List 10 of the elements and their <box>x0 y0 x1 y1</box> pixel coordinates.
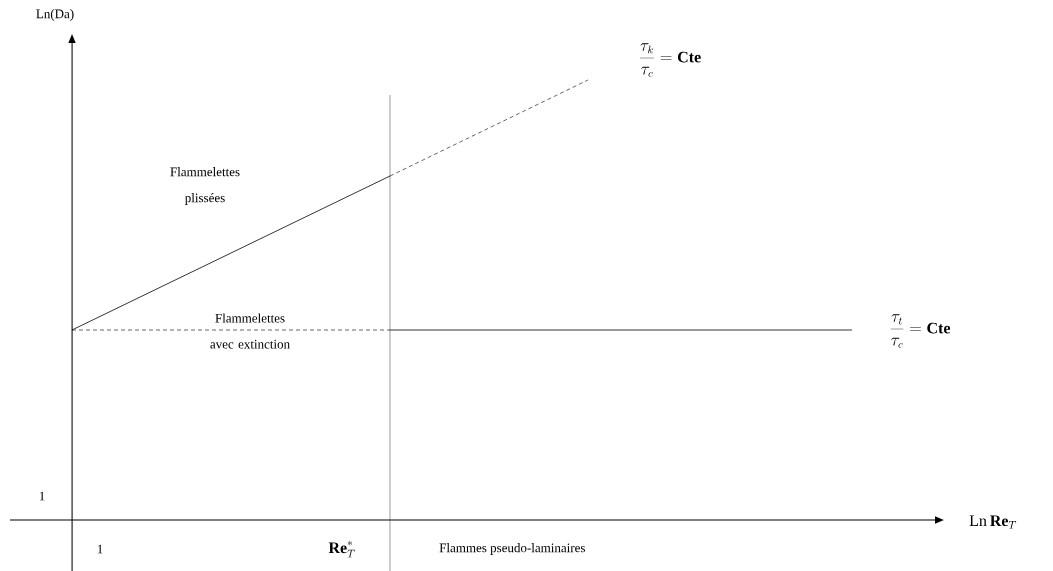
formula: $\frac{\tau_t}{\tau_c} = \mathbf{Cte}$ <box>890 314 951 348</box>
formula: $\frac{\tau_k}{\tau_c} = \mathbf{Cte}$ <box>640 43 701 77</box>
axis-label: $\mathrm{Ln}\,\mathbf{Re}_T$ <box>969 515 1017 529</box>
region-label: Flammelettes plissées <box>170 167 240 205</box>
tick-label: 1 <box>39 491 45 501</box>
region-label: Flammes pseudo-laminaires <box>439 543 585 555</box>
axis-label: Ln(Da) <box>36 9 74 21</box>
region-label: Flammelettes avec extinction <box>210 313 290 349</box>
axis-label: $\mathbf{Re}_T^{*}$ <box>328 540 355 558</box>
tick-label: 1 <box>97 544 103 554</box>
